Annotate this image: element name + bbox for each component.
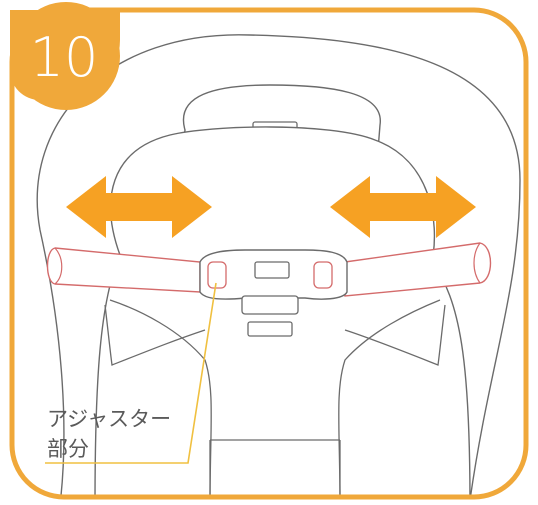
shoulder-contour-left <box>109 299 212 497</box>
right-double-arrow-icon <box>330 176 476 238</box>
shoulder-contour-right <box>338 299 441 497</box>
harness-pad-right <box>344 304 446 366</box>
callout-line-2: 部分 <box>47 437 89 461</box>
chest-clip-lower-tab <box>241 295 299 315</box>
chest-clip-center-window <box>254 261 290 279</box>
strap-right-end <box>473 242 481 284</box>
step-number-badge: 10 <box>10 2 120 110</box>
callout-line-1: アジャスター <box>47 407 171 431</box>
step-number: 10 <box>30 26 99 89</box>
child-seat-illustration <box>36 34 521 497</box>
chest-clip-lower-window <box>247 321 293 337</box>
callout-leader-line <box>45 282 217 464</box>
child-outline <box>94 126 471 497</box>
harness-pad-left <box>104 304 206 366</box>
adjuster-right <box>313 261 333 289</box>
left-double-arrow-icon <box>66 176 212 238</box>
adjuster-left <box>207 261 227 289</box>
strap-left-end <box>54 247 63 285</box>
panel-frame <box>9 7 529 500</box>
crotch-strap <box>209 439 341 497</box>
strap-left <box>46 247 201 293</box>
strap-right <box>344 242 492 297</box>
